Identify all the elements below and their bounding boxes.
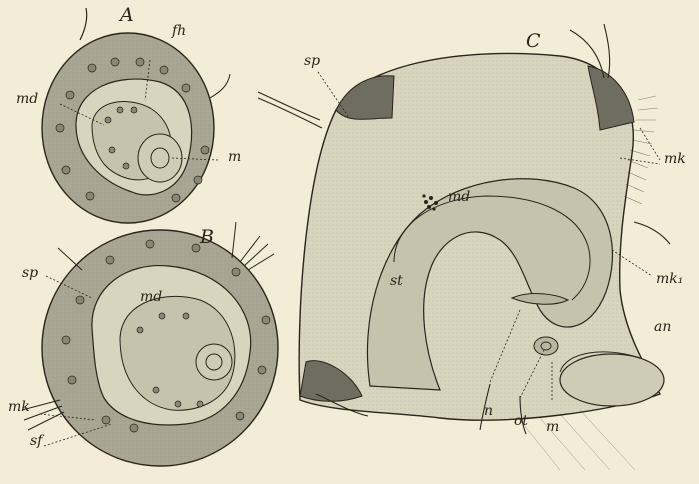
label-b-mk: mk bbox=[8, 400, 30, 414]
figure-b-embryo bbox=[22, 222, 278, 466]
label-c-ot: ot bbox=[514, 414, 528, 428]
label-c-sp: sp bbox=[304, 54, 320, 68]
label-a-m: m bbox=[228, 150, 241, 164]
label-c-n: n bbox=[484, 404, 493, 418]
figure-a-embryo bbox=[42, 8, 230, 223]
label-a-fh: fh bbox=[172, 24, 186, 38]
label-c-md: md bbox=[448, 190, 470, 204]
label-a-md: md bbox=[16, 92, 38, 106]
label-b-sf: sf bbox=[30, 434, 42, 448]
label-c-m: m bbox=[546, 420, 559, 434]
label-b-sp: sp bbox=[22, 266, 38, 280]
label-c-st: st bbox=[390, 274, 403, 288]
panel-label-c: C bbox=[526, 32, 541, 51]
label-c-an: an bbox=[654, 320, 671, 334]
figure-c-embryo bbox=[258, 24, 670, 470]
panel-label-b: B bbox=[200, 228, 214, 247]
label-b-md: md bbox=[140, 290, 162, 304]
panel-label-a: A bbox=[120, 6, 134, 25]
label-c-mk1: mk₁ bbox=[656, 272, 683, 286]
label-c-mk: mk bbox=[664, 152, 686, 166]
